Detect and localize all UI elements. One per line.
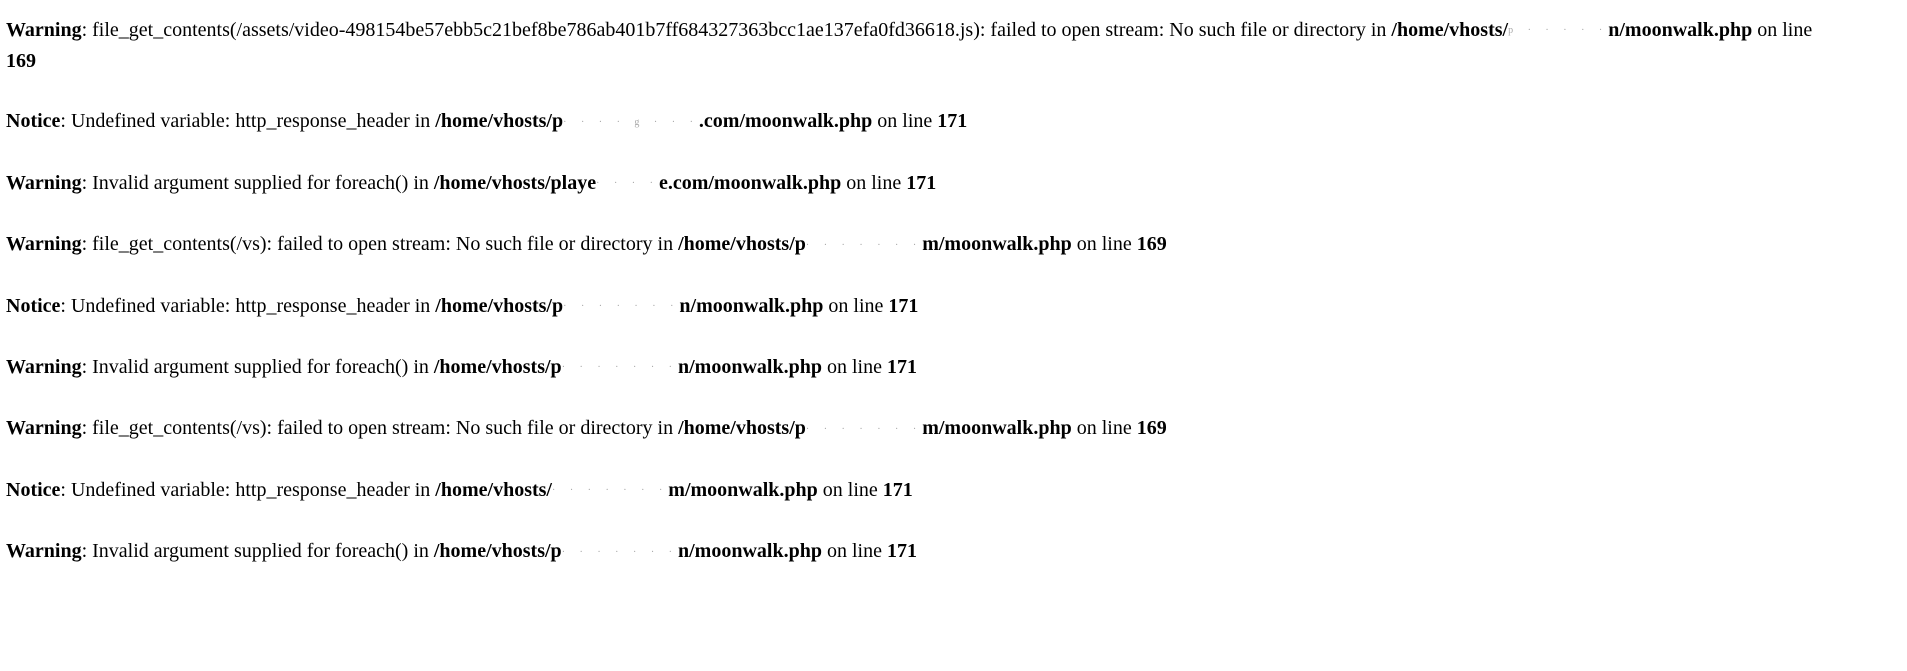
error-level: Warning: [6, 356, 82, 379]
file-path-end: n/moonwalk.php: [678, 356, 822, 379]
redacted-path: · · · ·: [596, 178, 659, 190]
error-level: Warning: [6, 171, 82, 194]
file-path-end: m/moonwalk.php: [922, 417, 1072, 440]
redacted-path: · · · · g · · ·: [563, 116, 699, 128]
error-level: Warning: [6, 417, 82, 440]
error-message: Warning: Invalid argument supplied for f…: [6, 536, 1826, 567]
line-number: 169: [1136, 417, 1167, 440]
file-path-start: /home/vhosts/: [1391, 19, 1509, 41]
line-number: 169: [1136, 233, 1167, 256]
file-path-end: n/moonwalk.php: [678, 540, 822, 563]
file-path-end: .com/moonwalk.php: [698, 110, 873, 133]
file-path-start: /home/vhosts/p: [435, 294, 564, 317]
redacted-path: · · · · · · ·: [561, 546, 678, 558]
line-number: 171: [906, 171, 937, 194]
file-path-start: /home/vhosts/p: [433, 356, 562, 379]
error-text: : file_get_contents(/vs): failed to open…: [81, 417, 679, 440]
line-number: 171: [888, 294, 919, 317]
redacted-path: · · · · · · ·: [563, 301, 680, 313]
error-message: Notice: Undefined variable: http_respons…: [6, 106, 1826, 137]
error-text: : Invalid argument supplied for foreach(…: [81, 356, 434, 379]
error-message: Warning: Invalid argument supplied for f…: [6, 168, 1826, 199]
file-path-end: m/moonwalk.php: [922, 233, 1072, 256]
file-path-start: /home/vhosts/p: [435, 110, 564, 133]
file-path-end: m/moonwalk.php: [668, 478, 818, 501]
on-line-label: on line: [1071, 233, 1137, 256]
line-number: 171: [886, 356, 917, 379]
file-path-start: /home/vhosts/: [435, 478, 552, 501]
error-level: Notice: [6, 294, 61, 317]
line-number: 171: [937, 110, 968, 133]
redacted-path: · · · · · · ·: [561, 362, 678, 374]
error-text: : file_get_contents(/assets/video-498154…: [81, 19, 1392, 41]
on-line-label: on line: [823, 294, 889, 317]
error-message: Warning: file_get_contents(/assets/video…: [6, 15, 1826, 76]
error-level: Warning: [6, 19, 82, 41]
error-level: Warning: [6, 233, 82, 256]
line-number: 171: [882, 478, 913, 501]
on-line-label: on line: [821, 540, 887, 563]
on-line-label: on line: [1071, 417, 1137, 440]
error-text: : Undefined variable: http_response_head…: [60, 294, 436, 317]
file-path-start: /home/vhosts/playe: [433, 171, 597, 194]
php-error-log: Warning: file_get_contents(/assets/video…: [6, 15, 1826, 567]
redacted-path: · · · · · · ·: [805, 239, 923, 251]
error-text: : Invalid argument supplied for foreach(…: [81, 171, 434, 194]
file-path-end: n/moonwalk.php: [679, 294, 824, 317]
on-line-label: on line: [817, 478, 883, 501]
error-message: Notice: Undefined variable: http_respons…: [6, 475, 1826, 506]
file-path-end: e.com/moonwalk.php: [658, 171, 842, 194]
line-number: 169: [6, 50, 36, 73]
on-line-label: on line: [872, 110, 938, 133]
error-level: Notice: [6, 110, 61, 133]
file-path-start: /home/vhosts/p: [678, 233, 806, 256]
redacted-path: p · · · · ·: [1508, 25, 1609, 37]
error-text: : Undefined variable: http_response_head…: [60, 478, 436, 501]
redacted-path: · · · · · · ·: [551, 485, 669, 497]
error-level: Notice: [6, 478, 61, 501]
error-text: : Undefined variable: http_response_head…: [60, 110, 436, 133]
line-number: 171: [886, 540, 917, 563]
error-message: Warning: Invalid argument supplied for f…: [6, 352, 1826, 383]
error-message: Notice: Undefined variable: http_respons…: [6, 291, 1826, 322]
file-path-start: /home/vhosts/p: [678, 417, 806, 440]
on-line-label: on line: [821, 356, 887, 379]
on-line-label: on line: [841, 171, 907, 194]
error-level: Warning: [6, 540, 82, 563]
error-message: Warning: file_get_contents(/vs): failed …: [6, 413, 1826, 444]
redacted-path: · · · · · · ·: [805, 423, 923, 435]
file-path-end: n/moonwalk.php: [1608, 19, 1753, 41]
error-message: Warning: file_get_contents(/vs): failed …: [6, 229, 1826, 260]
file-path-start: /home/vhosts/p: [433, 540, 562, 563]
error-text: : file_get_contents(/vs): failed to open…: [81, 233, 679, 256]
error-text: : Invalid argument supplied for foreach(…: [81, 540, 434, 563]
on-line-label: on line: [1752, 19, 1813, 41]
